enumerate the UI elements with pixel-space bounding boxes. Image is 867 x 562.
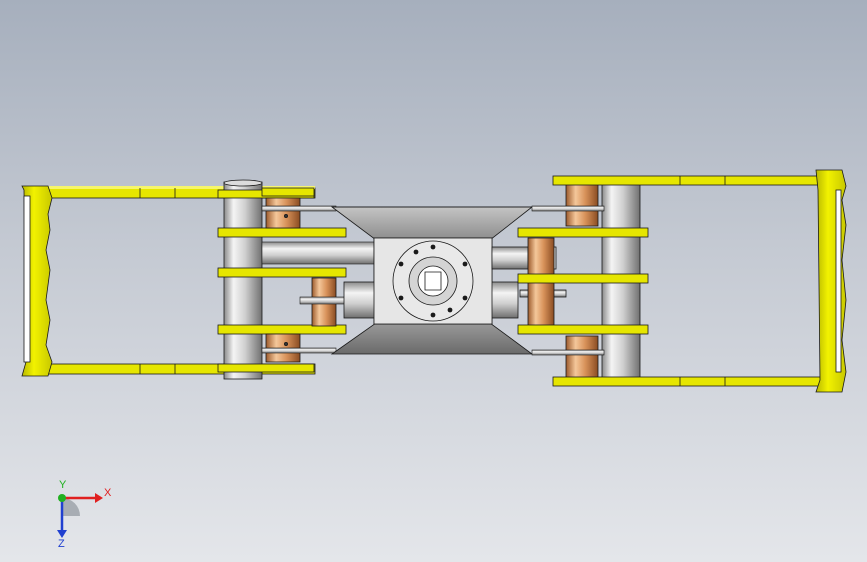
right-plate-2 [517, 273, 649, 284]
right-frame[interactable] [552, 169, 847, 393]
left-plate-5 [217, 363, 315, 373]
left-main-shaft[interactable] [223, 179, 263, 380]
triad-quadrant [62, 498, 80, 516]
right-top-link [552, 175, 844, 186]
y-axis-label: Y [59, 480, 67, 491]
z-axis-label: Z [58, 538, 65, 550]
top-wedge-plate [330, 206, 534, 241]
upper-horizontal-cylinder [261, 241, 378, 265]
right-end-bar [815, 169, 847, 393]
y-axis-dot [58, 494, 66, 502]
right-bottom-link [552, 376, 844, 387]
left-short-links[interactable] [261, 187, 315, 197]
flange-bolts [398, 244, 468, 318]
left-plate-3 [217, 267, 347, 278]
right-bushing-top [565, 179, 599, 227]
left-bushing-top [265, 197, 301, 229]
x-axis-label: X [104, 487, 112, 499]
coordinate-triad: X Y Z [40, 479, 120, 550]
left-bushings[interactable] [265, 197, 337, 363]
center-housing[interactable] [330, 206, 534, 355]
left-frame[interactable] [21, 185, 316, 377]
right-plate-3 [517, 324, 649, 335]
right-cross-plates[interactable] [517, 227, 649, 335]
left-plate-2 [217, 227, 347, 238]
bottom-wedge-plate [330, 322, 534, 355]
right-plate-1 [517, 227, 649, 238]
right-bushing-bottom [565, 335, 599, 381]
right-rods[interactable] [531, 205, 605, 356]
left-rods[interactable] [261, 205, 378, 354]
